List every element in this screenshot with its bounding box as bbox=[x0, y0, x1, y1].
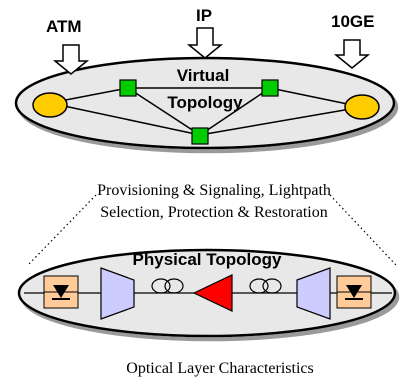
caption: Optical Layer Characteristics bbox=[126, 360, 313, 377]
fiber-coil-icon-right bbox=[249, 278, 282, 294]
wdm-mux-icon bbox=[100, 267, 135, 320]
virtual-label-line2: Topology bbox=[167, 93, 243, 112]
photodiode-icon bbox=[43, 275, 79, 309]
link-node-c-to-right-router bbox=[199, 106, 363, 136]
mapping-line-right bbox=[329, 194, 397, 266]
ip-input-arrow-icon bbox=[186, 27, 224, 59]
router-node-right bbox=[344, 94, 380, 120]
photodiode-icon-right bbox=[336, 275, 372, 309]
fiber-coil-icon bbox=[151, 278, 184, 294]
link-node-a-to-node-c bbox=[127, 87, 201, 136]
control-text-line2: Selection, Protection & Restoration bbox=[100, 204, 328, 221]
wdm-demux-icon bbox=[296, 267, 331, 320]
physical-label: Physical Topology bbox=[133, 250, 282, 269]
tenge-input-arrow-icon bbox=[333, 39, 371, 69]
switch-node-c bbox=[191, 127, 209, 145]
virtual-label-line1: Virtual bbox=[177, 66, 230, 85]
mapping-line-left bbox=[27, 194, 97, 266]
optical-amplifier-icon bbox=[192, 274, 233, 312]
tenge-label: 10GE bbox=[331, 12, 374, 31]
atm-input-arrow-icon bbox=[52, 44, 90, 75]
atm-label: ATM bbox=[46, 17, 82, 36]
router-node-left bbox=[32, 92, 68, 118]
layer-mapping-lines bbox=[27, 194, 397, 266]
link-left-router-to-node-c bbox=[49, 102, 201, 136]
link-node-c-to-node-b bbox=[199, 87, 271, 136]
switch-node-b bbox=[261, 79, 279, 97]
switch-node-a bbox=[119, 79, 137, 97]
ip-label: IP bbox=[196, 6, 212, 25]
control-text-line1: Provisioning & Signaling, Lightpath bbox=[97, 182, 331, 199]
